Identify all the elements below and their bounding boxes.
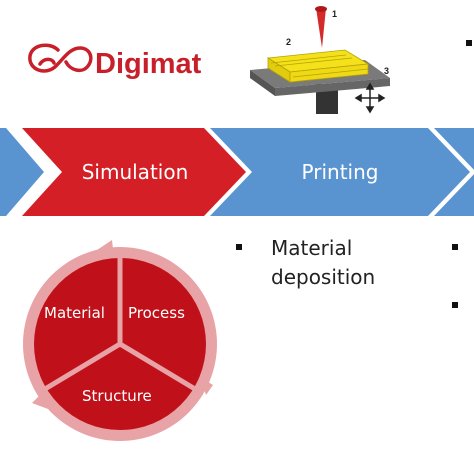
chain-arrow-previous (0, 128, 44, 216)
process-chain (0, 128, 474, 216)
figure-label-2: 2 (286, 37, 291, 47)
chain-arrow-printing (210, 128, 470, 216)
bullet-text-material-deposition: Material deposition (271, 236, 376, 289)
material-process-structure-cycle (23, 240, 217, 441)
printed-layers (266, 49, 370, 83)
move-arrows-icon (354, 82, 386, 114)
bullet-marker (452, 244, 458, 250)
3d-printer-nozzle-icon (315, 6, 327, 48)
cycle-label-material: Material (44, 304, 105, 322)
figure-label-1: 1 (332, 9, 337, 19)
chain-arrow-next (434, 128, 474, 216)
step-label-simulation: Simulation (81, 160, 189, 184)
step-label-printing: Printing (301, 160, 379, 184)
cycle-label-process: Process (128, 304, 185, 322)
digimat-logo-text: Digimat (95, 48, 202, 80)
digimat-logo-icon (28, 43, 93, 73)
bullet-marker (236, 244, 242, 250)
bullet-marker (452, 302, 458, 308)
cycle-label-structure: Structure (82, 387, 152, 405)
bullet-marker (466, 40, 472, 46)
figure-label-3: 3 (384, 66, 389, 76)
chain-arrow-simulation (22, 128, 246, 216)
3d-printer-figure: 1 2 3 (250, 6, 390, 114)
